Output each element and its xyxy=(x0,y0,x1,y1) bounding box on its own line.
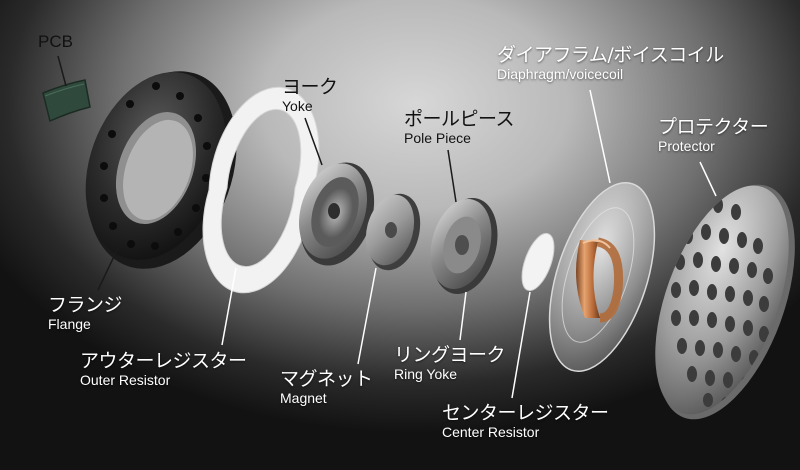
leader-yoke xyxy=(304,117,323,166)
label-flange-jp: フランジ xyxy=(48,294,123,316)
leader-magnet xyxy=(357,267,377,365)
label-protector-en: Protector xyxy=(658,138,715,154)
label-pole-piece-en: Pole Piece xyxy=(404,130,471,146)
label-ring-yoke: リングヨーク Ring Yoke xyxy=(394,344,506,383)
label-magnet-jp: マグネット xyxy=(280,368,373,390)
label-ring-yoke-en: Ring Yoke xyxy=(394,366,458,382)
leader-center-resistor xyxy=(511,291,531,399)
label-ring-yoke-jp: リングヨーク xyxy=(394,344,506,366)
label-diaphragm-en: Diaphragm/voicecoil xyxy=(497,66,624,82)
leader-lines xyxy=(57,55,717,399)
leader-pole-piece xyxy=(447,149,457,203)
label-center-resistor: センターレジスター Center Resistor xyxy=(442,402,609,441)
leader-flange xyxy=(97,247,119,291)
pcb-part xyxy=(42,79,91,123)
label-pole-piece-jp: ポールピース xyxy=(404,108,515,130)
label-pole-piece: ポールピース Pole Piece xyxy=(404,108,515,147)
label-yoke-jp: ヨーク xyxy=(282,76,338,98)
label-protector: プロテクター Protector xyxy=(658,116,769,155)
yoke-part xyxy=(299,162,375,266)
label-protector-jp: プロテクター xyxy=(658,116,769,138)
label-flange: フランジ Flange xyxy=(48,294,123,333)
pole-piece-part xyxy=(430,197,498,295)
label-flange-en: Flange xyxy=(48,316,91,332)
label-outer-resistor: アウターレジスター Outer Resistor xyxy=(80,350,247,389)
leader-ring-yoke xyxy=(459,291,467,341)
diaphragm-part xyxy=(548,182,656,372)
label-yoke-en: Yoke xyxy=(282,98,313,114)
label-pcb: PCB xyxy=(38,32,73,52)
label-diaphragm-jp: ダイアフラム/ボイスコイル xyxy=(497,44,724,66)
magnet-part xyxy=(365,193,421,271)
leader-outer-resistor xyxy=(221,267,237,346)
flange-part xyxy=(85,71,237,269)
label-center-resistor-en: Center Resistor xyxy=(442,424,540,440)
protector-part xyxy=(655,184,795,420)
label-pcb-en: PCB xyxy=(38,32,73,51)
center-resistor-part xyxy=(521,232,555,292)
label-diaphragm: ダイアフラム/ボイスコイル Diaphragm/voicecoil xyxy=(497,44,724,83)
label-magnet-en: Magnet xyxy=(280,390,327,406)
label-magnet: マグネット Magnet xyxy=(280,368,373,407)
label-outer-resistor-en: Outer Resistor xyxy=(80,372,171,388)
leader-protector xyxy=(699,161,717,197)
label-center-resistor-jp: センターレジスター xyxy=(442,402,609,424)
label-yoke: ヨーク Yoke xyxy=(282,76,338,115)
outer-resistor-part xyxy=(202,86,320,294)
leader-pcb xyxy=(57,55,67,87)
leader-diaphragm xyxy=(589,89,611,184)
label-outer-resistor-jp: アウターレジスター xyxy=(80,350,247,372)
